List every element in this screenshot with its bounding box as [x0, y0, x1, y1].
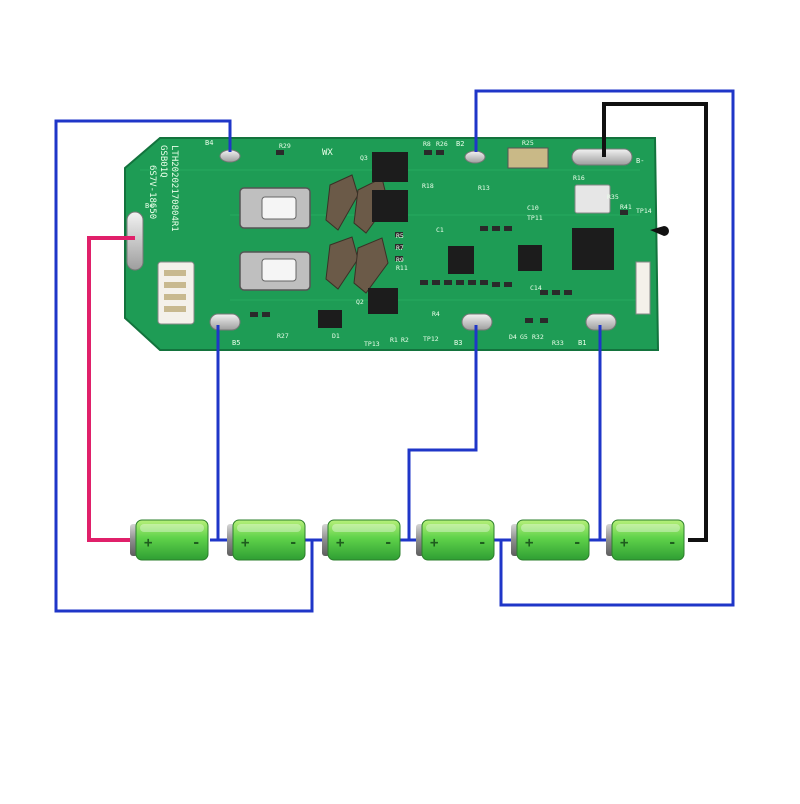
pad-b-minus-label: B-	[636, 157, 644, 165]
label-r33: R33	[552, 339, 564, 347]
smd-resistors	[250, 150, 628, 323]
silkscreen-code: 6S7V-18650	[147, 165, 157, 219]
wire-b-minus	[602, 102, 708, 542]
battery-cell-6-minus: -	[668, 535, 676, 551]
label-r11: R11	[396, 264, 408, 272]
battery-cell-2: + -	[227, 519, 306, 561]
pad-b5-label: B5	[232, 339, 240, 347]
label-r35: R35	[607, 193, 619, 201]
wires	[54, 89, 735, 613]
label-r1: R1	[390, 336, 398, 344]
label-r4: R4	[432, 310, 440, 318]
battery-cell-3-plus: +	[336, 535, 344, 551]
label-r16: R16	[573, 174, 585, 182]
label-q3: Q3	[360, 154, 368, 162]
label-q2: Q2	[356, 298, 364, 306]
pad-b1-label: B1	[578, 339, 586, 347]
pad-b-plus-label: B+	[145, 202, 153, 210]
terminal-slot-top	[239, 174, 389, 234]
label-r41: R41	[620, 203, 632, 211]
wire-b2	[474, 89, 735, 607]
label-c14: C14	[530, 284, 542, 292]
battery-cell-4: + -	[416, 519, 495, 561]
label-tp11: TP11	[527, 214, 543, 222]
label-r9: R9	[396, 256, 404, 264]
mosfet-r18	[372, 190, 408, 222]
thermistor-probe	[650, 226, 669, 236]
silkscreen-id: LTH20202170804R1	[169, 145, 179, 232]
pad-b3-label: B3	[454, 339, 462, 347]
battery-cell-2-minus: -	[289, 535, 297, 551]
wire-b-plus	[87, 236, 135, 542]
label-c10: C10	[527, 204, 539, 212]
shunt-resistor	[507, 147, 549, 169]
battery-cells: + - + - + - + - + -	[130, 519, 685, 561]
battery-cell-4-minus: -	[478, 535, 486, 551]
label-r8: R8	[423, 140, 431, 148]
mosfet-q2	[368, 288, 398, 314]
battery-cell-6: + -	[606, 519, 685, 561]
wire-b4	[54, 119, 314, 613]
mosfet-q3	[372, 152, 408, 182]
label-d1: D1	[332, 332, 340, 340]
wire-b3	[407, 325, 478, 540]
battery-cell-3: + -	[322, 519, 401, 561]
label-g5: G5	[520, 333, 528, 341]
pad-b3: B3	[454, 313, 493, 347]
inductor	[574, 184, 611, 214]
label-r25: R25	[522, 139, 534, 147]
battery-cell-1-minus: -	[192, 535, 200, 551]
label-d4: D4	[509, 333, 517, 341]
battery-cell-3-minus: -	[384, 535, 392, 551]
battery-cell-1: + -	[130, 519, 209, 561]
label-r32: R32	[532, 333, 544, 341]
pad-b4-label: B4	[205, 139, 213, 147]
label-tp14: TP14	[636, 207, 652, 215]
label-tp12: TP12	[423, 335, 439, 343]
pad-b2-label: B2	[456, 140, 464, 148]
pad-b-plus: B+	[126, 202, 153, 271]
label-r18: R18	[422, 182, 434, 190]
battery-cell-4-plus: +	[430, 535, 438, 551]
diode-d1	[318, 310, 342, 328]
ic-main	[572, 228, 614, 270]
battery-cell-1-plus: +	[144, 535, 152, 551]
label-r27: R27	[277, 332, 289, 340]
side-connector	[635, 261, 651, 315]
terminal-slot-bottom	[239, 236, 389, 294]
label-c1: C1	[436, 226, 444, 234]
battery-cell-5-minus: -	[573, 535, 581, 551]
ic-mid	[448, 246, 474, 274]
battery-cell-5: + -	[511, 519, 590, 561]
battery-cell-2-plus: +	[241, 535, 249, 551]
label-r26: R26	[436, 140, 448, 148]
label-tp13: TP13	[364, 340, 380, 348]
pcb-board: LTH20202170804R1 GSB01Q 6S7V-18650 WX	[124, 137, 669, 351]
label-r5: R5	[396, 232, 404, 240]
connector-header	[157, 261, 195, 325]
ic-small	[518, 245, 542, 271]
battery-cell-5-plus: +	[525, 535, 533, 551]
label-r29: R29	[279, 142, 291, 150]
label-r13: R13	[478, 184, 490, 192]
silkscreen-model: GSB01Q	[158, 145, 168, 178]
label-r2: R2	[401, 336, 409, 344]
battery-cell-6-plus: +	[620, 535, 628, 551]
silkscreen-mark: WX	[322, 148, 333, 158]
label-r7: R7	[396, 244, 404, 252]
